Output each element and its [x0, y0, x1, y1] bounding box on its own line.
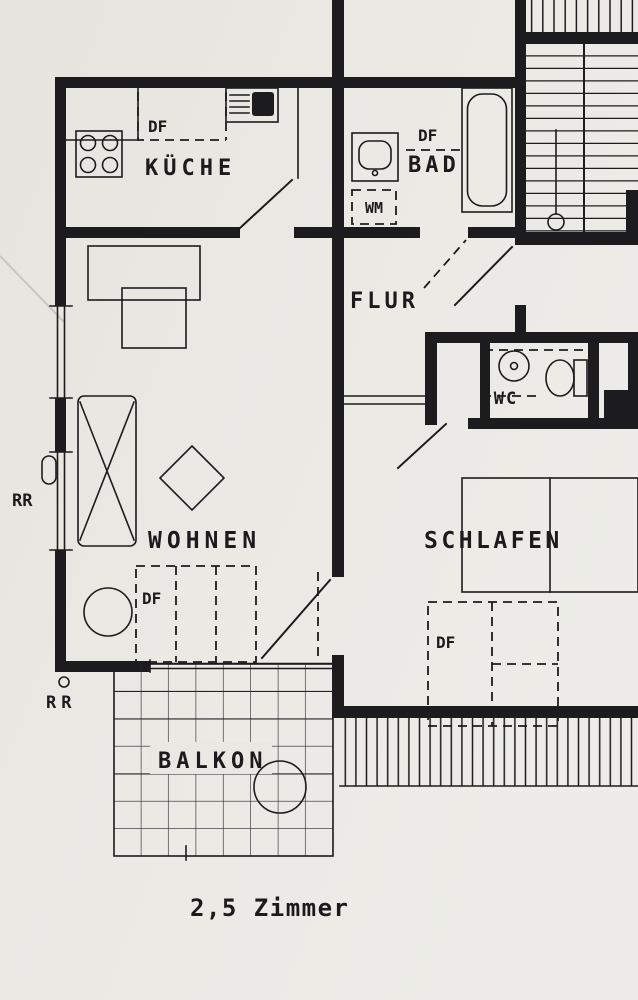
wall-segment — [523, 232, 638, 245]
wall-segment — [437, 332, 638, 343]
room-label-balkon: BALKON — [158, 749, 267, 774]
wall-segment — [515, 0, 526, 245]
room-label-kueche: KÜCHE — [145, 155, 236, 181]
washing-machine-icon: WM — [351, 189, 397, 225]
wall-segment — [468, 227, 515, 238]
table-icon — [158, 444, 226, 512]
corridor-threshold — [343, 395, 426, 405]
balcony-outline — [113, 663, 334, 857]
roof-window-outline — [135, 565, 257, 663]
rain-pipe-label: RR — [46, 693, 76, 713]
wall-segment — [425, 332, 437, 425]
room-wc: WC — [482, 349, 588, 409]
wall-segment — [55, 227, 240, 238]
wall-segment — [344, 227, 420, 238]
window-left-lower — [49, 451, 73, 551]
stairwell — [526, 0, 638, 233]
stair-upper-hatch — [526, 0, 638, 32]
room-flur: FLUR — [343, 245, 514, 405]
bath-door-leaf — [423, 239, 467, 289]
wall-segment — [588, 343, 599, 418]
room-balkon: BALKON RR — [46, 663, 334, 861]
scan-artifact — [0, 255, 65, 323]
bedroom-door-leaf — [396, 422, 448, 470]
roof-window-label: DF — [148, 117, 167, 136]
living-door-leaf — [260, 578, 332, 660]
room-label-schlafen: SCHLAFEN — [424, 528, 563, 554]
washing-machine-label: WM — [365, 199, 383, 217]
room-wohnen: RR DF WOHNEN — [12, 245, 334, 673]
room-kueche: DF KÜCHE — [65, 87, 299, 230]
roof-window-label: DF — [418, 126, 437, 145]
stove-icon — [75, 130, 123, 178]
wall-segment — [332, 655, 344, 718]
roof-window-label: DF — [142, 589, 161, 608]
chair-icon — [83, 587, 133, 637]
roof-hatch-strip — [339, 718, 638, 787]
window-left-upper — [49, 305, 73, 399]
plan-caption: 2,5 Zimmer — [190, 894, 350, 922]
wall-segment — [55, 661, 150, 672]
room-bad: WM DF BAD — [351, 87, 513, 289]
wall-segment — [55, 77, 66, 306]
washbasin-icon — [351, 132, 399, 182]
stair-treads — [526, 44, 638, 232]
room-schlafen: DF SCHLAFEN — [396, 422, 638, 727]
wall-segment — [332, 0, 344, 77]
wall-segment — [294, 227, 332, 238]
sofa-icon — [87, 245, 201, 349]
room-label-wc: WC — [494, 389, 518, 409]
wall-segment — [55, 550, 66, 672]
kitchen-door-leaf — [238, 178, 294, 230]
wall-segment — [55, 77, 525, 88]
bed-icon — [461, 477, 638, 593]
bathtub-icon — [461, 87, 513, 213]
label-backing — [150, 742, 272, 774]
room-label-wohnen: WOHNEN — [148, 528, 261, 554]
rain-pipe-symbol — [58, 676, 70, 688]
rain-pipe-symbol — [41, 455, 57, 485]
toilet-icon — [545, 359, 588, 397]
wc-sink-icon — [498, 350, 530, 382]
wall-segment — [523, 32, 638, 44]
duct-shaft — [604, 390, 632, 418]
wall-segment — [55, 398, 66, 452]
wall-segment — [332, 706, 638, 718]
balcony-table-icon — [253, 760, 307, 814]
room-label-bad: BAD — [408, 153, 460, 178]
entry-door-leaf — [453, 245, 514, 307]
wall-segment — [628, 343, 638, 418]
wall-segment — [515, 305, 526, 332]
roof-window-label: DF — [436, 633, 455, 652]
rain-pipe-label: RR — [12, 491, 33, 511]
wall-segment — [480, 343, 490, 429]
wardrobe-icon — [77, 395, 137, 547]
room-label-flur: FLUR — [350, 289, 419, 314]
wall-segment — [468, 418, 638, 429]
wall-segment — [332, 77, 344, 577]
sink-unit-icon — [225, 87, 279, 123]
